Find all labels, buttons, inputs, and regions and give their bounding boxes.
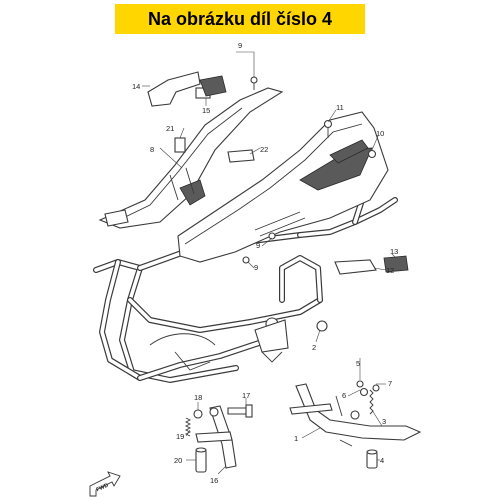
callout-22: 22	[260, 145, 268, 154]
callout-17: 17	[242, 391, 250, 400]
bolts	[242, 76, 377, 264]
callout-16: 16	[210, 476, 218, 485]
fasteners-part-5-6-7	[356, 380, 380, 397]
stopper-part-4	[366, 449, 378, 469]
callout-2: 2	[312, 343, 316, 352]
callout-9b: 9	[256, 241, 260, 250]
callout-1: 1	[294, 434, 298, 443]
nut-part-18	[193, 409, 203, 419]
callout-21: 21	[166, 124, 174, 133]
callout-9c: 9	[254, 263, 258, 272]
bolt-part-17	[227, 404, 253, 418]
callout-9a: 9	[238, 41, 242, 50]
fwd-label: FWD	[96, 483, 110, 494]
callout-15: 15	[202, 106, 210, 115]
leader-lines	[142, 51, 397, 475]
footrest-board	[177, 111, 389, 263]
callout-7: 7	[388, 379, 392, 388]
title-text: Na obrázku díl číslo 4	[147, 8, 333, 29]
title-banner: Na obrázku díl číslo 4	[115, 4, 365, 34]
callout-14: 14	[132, 82, 140, 91]
callout-5: 5	[356, 359, 360, 368]
callout-3: 3	[382, 417, 386, 426]
main-stand-part-1	[289, 383, 422, 447]
sleeve-part-20	[195, 447, 207, 473]
callout-11: 11	[336, 103, 344, 112]
plate-part-21	[174, 137, 186, 153]
callout-20: 20	[174, 456, 182, 465]
pads-part-12-13	[334, 255, 409, 275]
bracket-part-14	[147, 71, 227, 107]
callout-18: 18	[194, 393, 202, 402]
side-stand-part-16	[195, 405, 237, 469]
callout-4: 4	[380, 456, 384, 465]
plate-part-22	[227, 149, 255, 163]
callout-19: 19	[176, 432, 184, 441]
callout-6: 6	[342, 391, 346, 400]
side-cover-part-8	[98, 87, 284, 229]
callout-labels: 9 14 15 21 8 22 11 10 9 9 13 12 2 5 7 6 …	[132, 41, 398, 485]
callout-8: 8	[150, 145, 154, 154]
callout-13: 13	[390, 247, 398, 256]
stand-bracket	[254, 317, 328, 363]
fwd-arrow-icon: FWD	[89, 471, 121, 497]
callout-12: 12	[386, 266, 394, 275]
callout-10: 10	[376, 129, 384, 138]
